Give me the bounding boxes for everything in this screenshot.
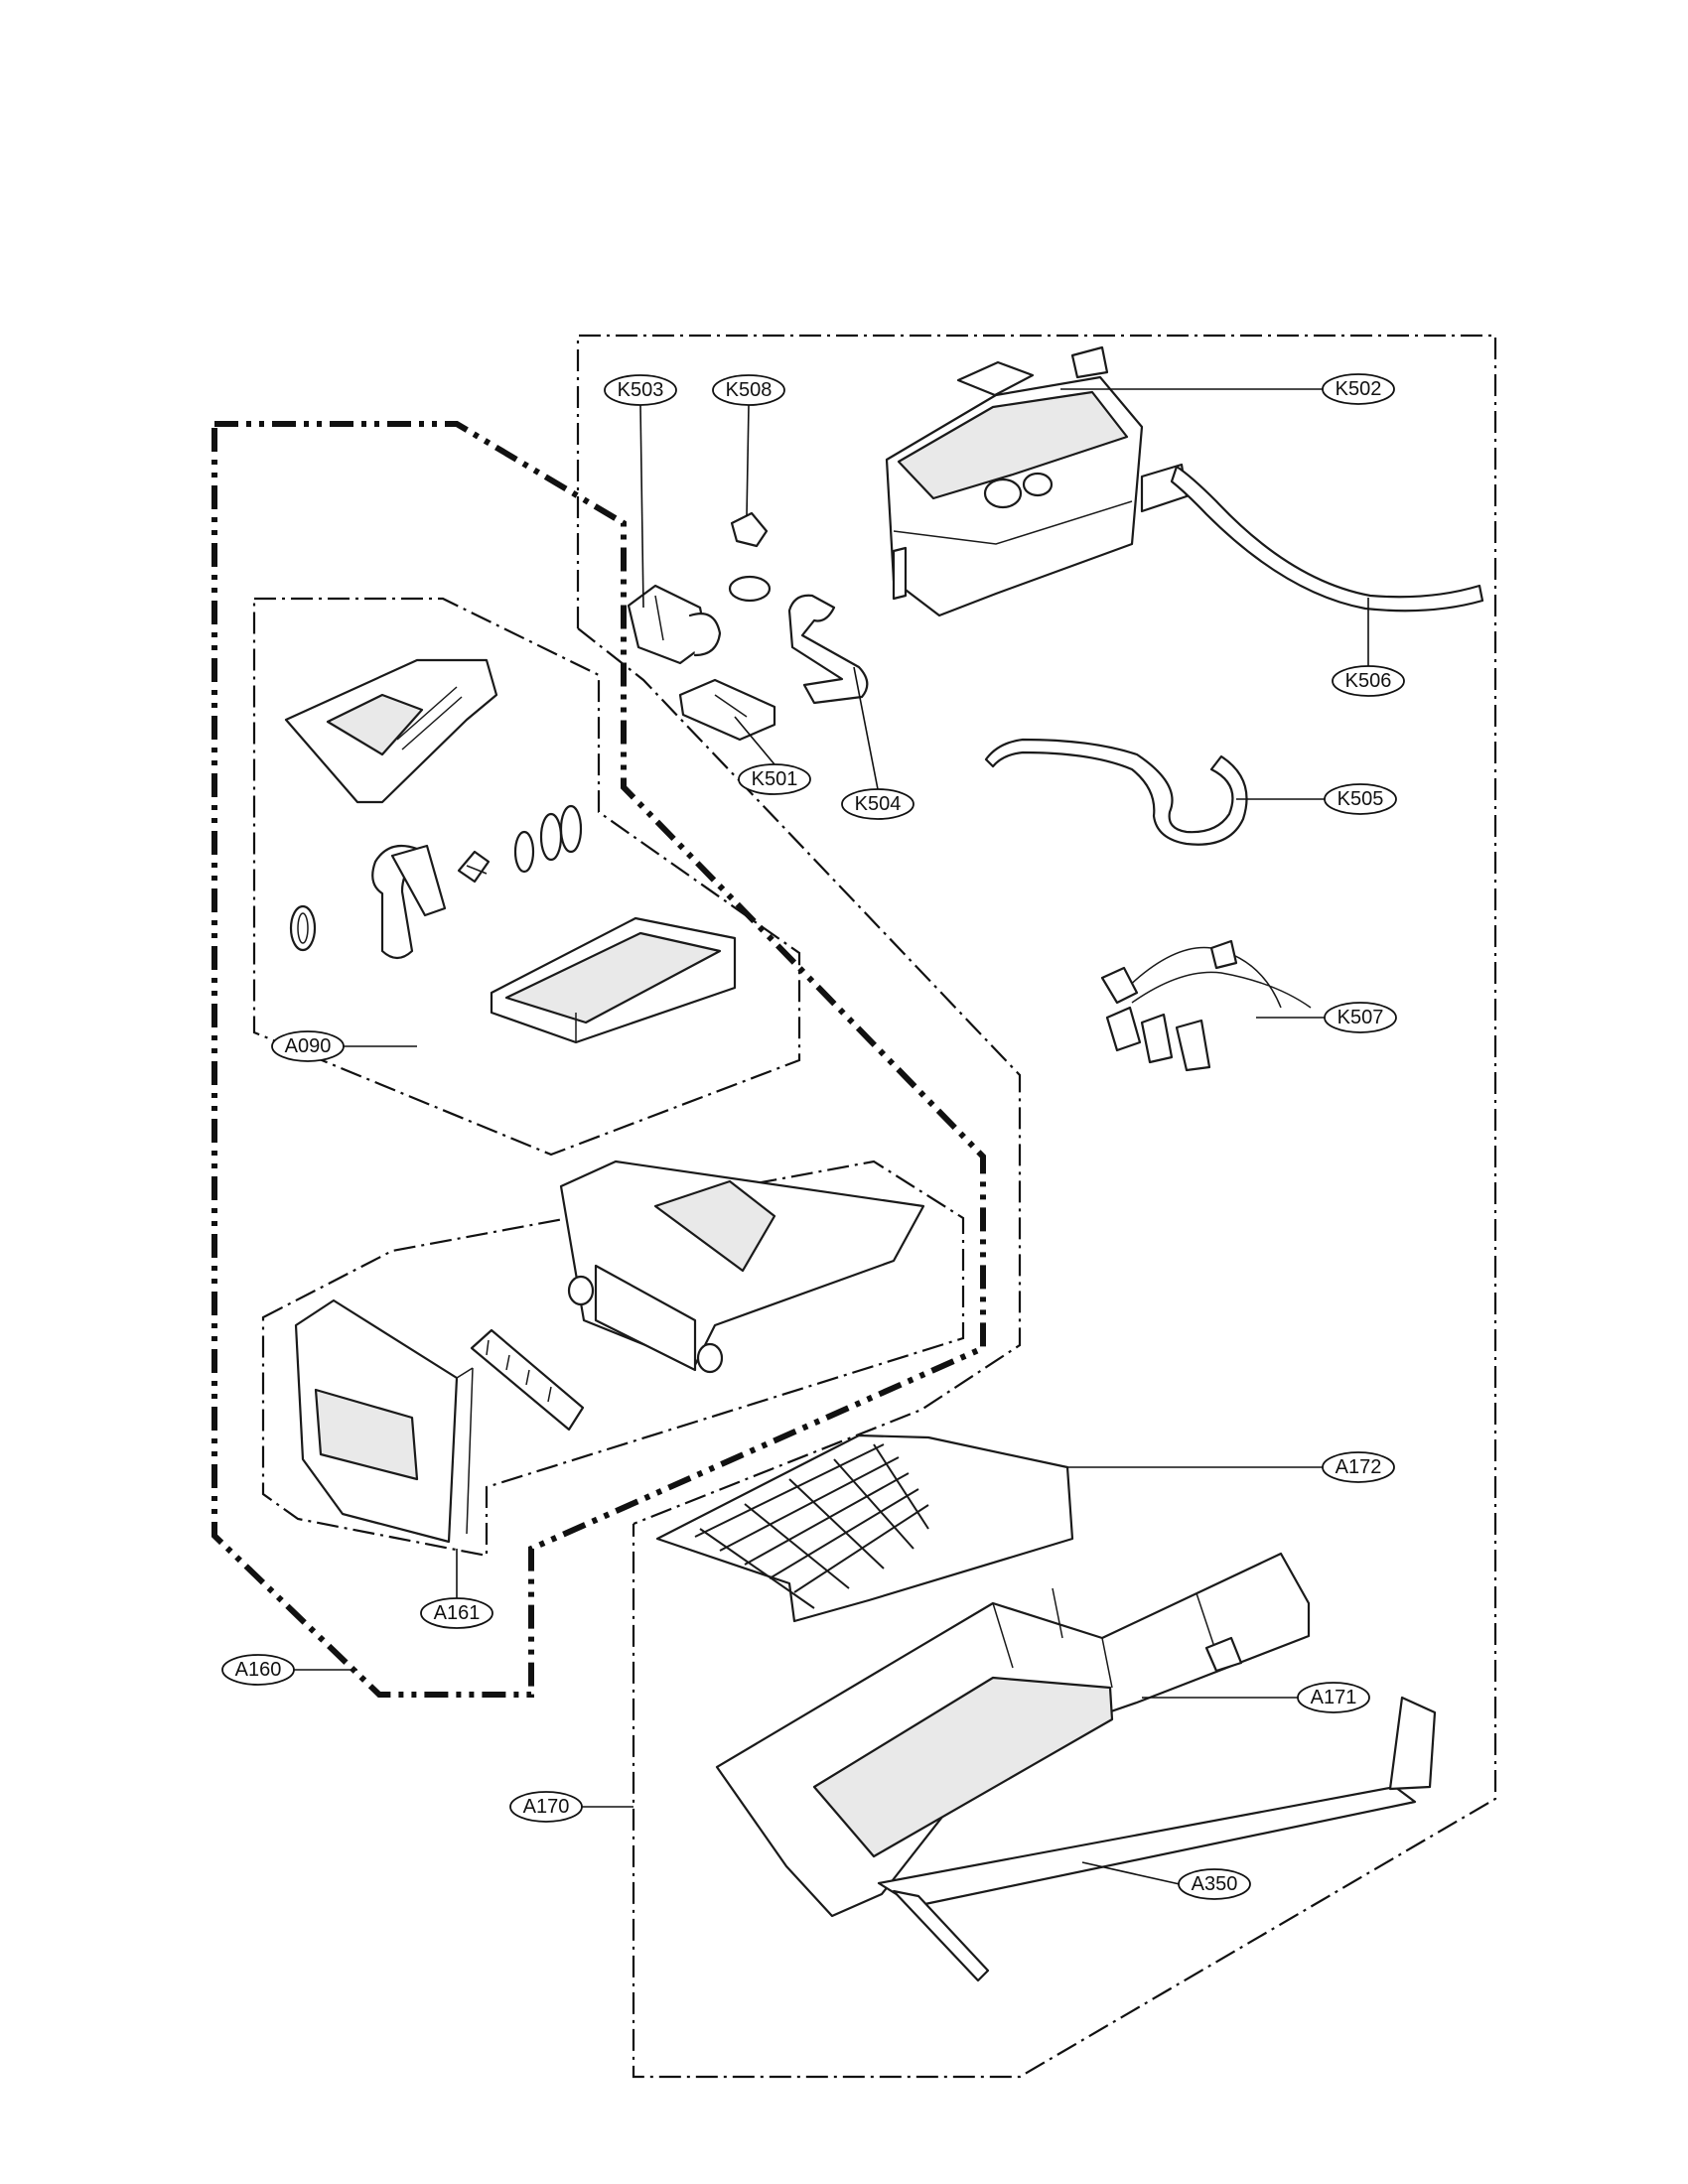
group-boundary-k500: [576, 334, 1497, 2079]
callout-a161-label: A161: [434, 1602, 481, 1624]
callout-a172-label: A172: [1336, 1456, 1382, 1478]
elbow-hose-part[interactable]: [371, 844, 447, 960]
group-boundary-a090[interactable]: [252, 597, 801, 1157]
callout-a170-label: A170: [523, 1796, 570, 1818]
callout-k507: K507: [1324, 1002, 1397, 1033]
support-rail-part[interactable]: [877, 1696, 1437, 1982]
drawer-front-panel-part[interactable]: [294, 1298, 474, 1544]
callout-a090-label: A090: [285, 1035, 332, 1057]
callout-k508: K508: [712, 374, 785, 406]
callout-a090: A090: [271, 1030, 345, 1062]
inlet-hose-short-part[interactable]: [787, 594, 869, 705]
callout-a171: A171: [1297, 1682, 1370, 1713]
callout-a350-label: A350: [1192, 1873, 1238, 1895]
callout-k502-label: K502: [1336, 378, 1382, 400]
curved-hose-part[interactable]: [984, 738, 1248, 846]
wire-harness-part[interactable]: [1100, 939, 1312, 1072]
drawer-clip-part[interactable]: [470, 1328, 585, 1432]
hose-clamp-part[interactable]: [728, 511, 772, 603]
callout-k508-label: K508: [726, 379, 773, 401]
water-valve-part[interactable]: [627, 584, 722, 665]
callout-k505: K505: [1324, 783, 1397, 815]
callout-a161: A161: [420, 1597, 493, 1629]
callout-a160: A160: [221, 1654, 295, 1686]
leader-lines: [293, 388, 1369, 1885]
callout-k505-label: K505: [1337, 788, 1384, 810]
grille-cover-part[interactable]: [655, 1433, 1074, 1623]
nozzle-part[interactable]: [457, 850, 491, 884]
callout-a160-label: A160: [235, 1659, 282, 1681]
dispenser-body-part[interactable]: [715, 1552, 1311, 1918]
callout-k501-label: K501: [752, 768, 798, 790]
callout-k503-label: K503: [618, 379, 664, 401]
callout-k504: K504: [841, 788, 914, 820]
group-boundary-a161[interactable]: [261, 1160, 965, 1558]
callout-k504-label: K504: [855, 793, 902, 815]
dispenser-cover-part[interactable]: [284, 658, 498, 804]
callout-k503: K503: [604, 374, 677, 406]
steam-generator-part[interactable]: [885, 345, 1189, 617]
washer-part[interactable]: [513, 804, 583, 874]
drawer-housing-part[interactable]: [559, 1160, 925, 1374]
callout-k507-label: K507: [1337, 1007, 1384, 1028]
callout-a171-label: A171: [1311, 1687, 1357, 1708]
mounting-bracket-part[interactable]: [678, 678, 776, 742]
callout-k501: K501: [738, 763, 811, 795]
callout-k506-label: K506: [1345, 670, 1392, 692]
dispenser-tray-part[interactable]: [490, 916, 737, 1044]
callout-k506: K506: [1332, 665, 1405, 697]
callout-k502: K502: [1322, 373, 1395, 405]
callout-a172: A172: [1322, 1451, 1395, 1483]
callout-a350: A350: [1178, 1868, 1251, 1900]
callout-a170: A170: [509, 1791, 583, 1823]
long-hose-part[interactable]: [1170, 465, 1484, 613]
ring-seal-part[interactable]: [289, 904, 317, 952]
